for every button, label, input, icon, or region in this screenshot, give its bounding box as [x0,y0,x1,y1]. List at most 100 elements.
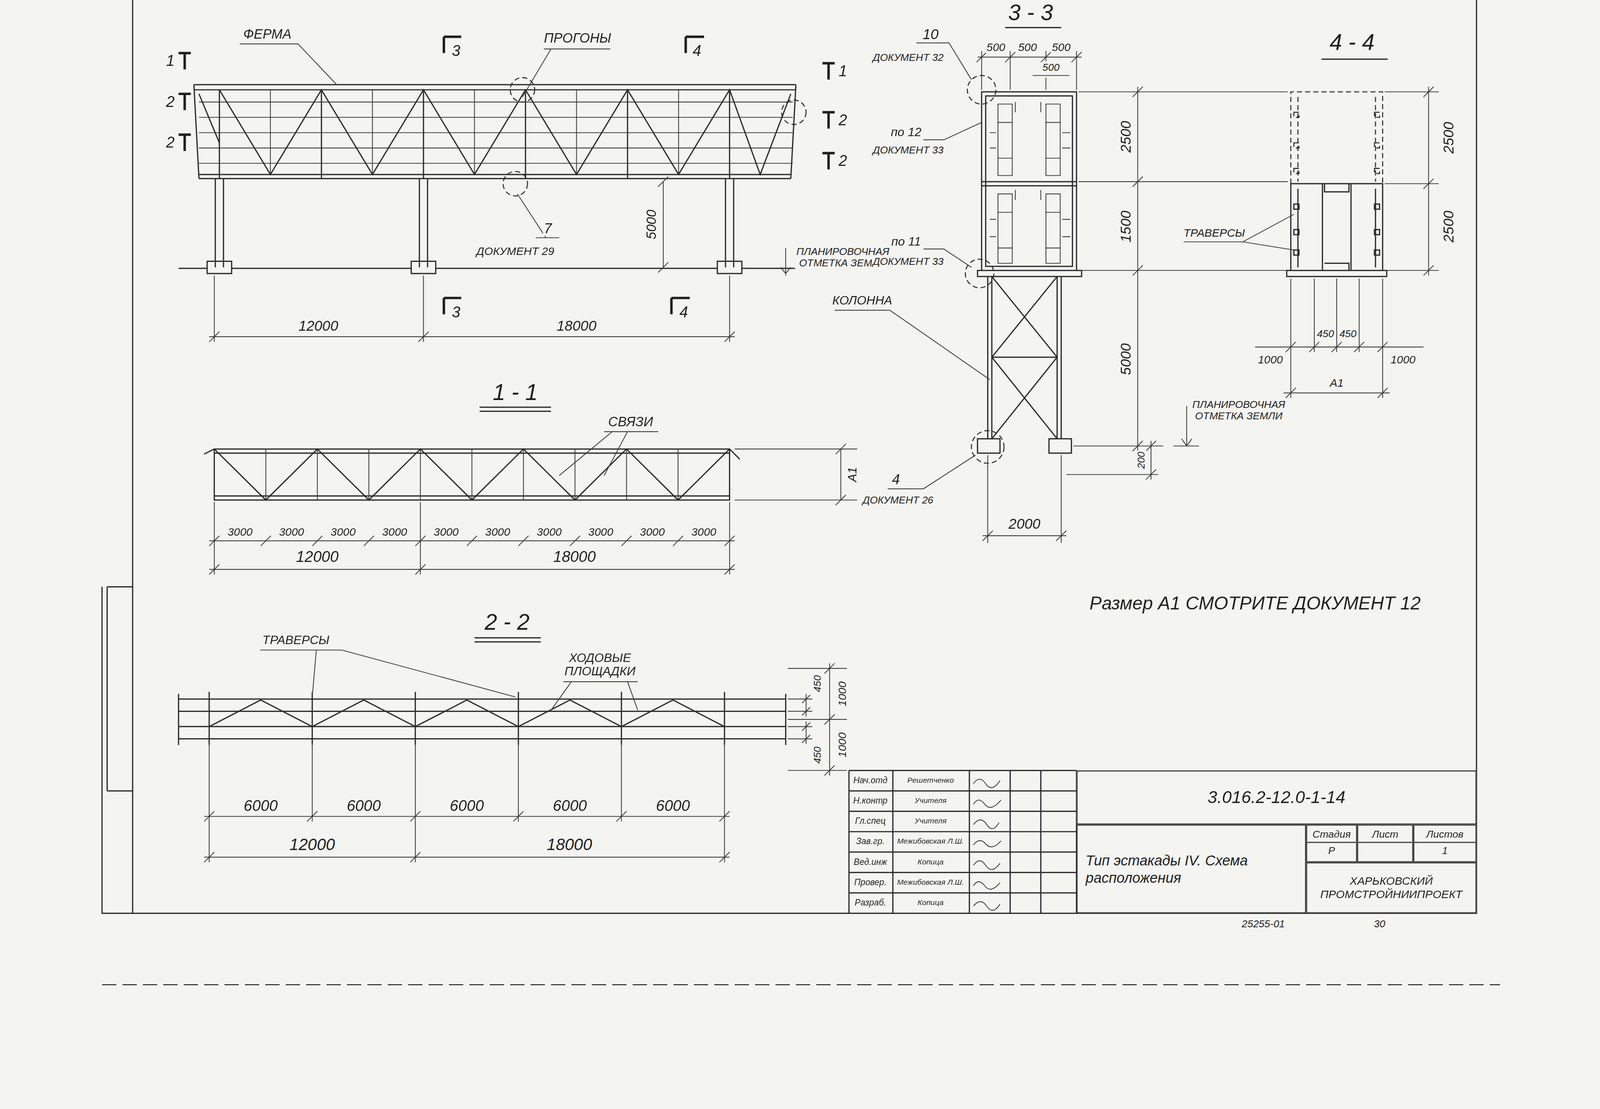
title-block-grid [849,770,1077,914]
dimension-value: 200 [1135,450,1147,470]
level-mark [780,248,792,276]
dimension-value: 1000 [835,680,849,708]
sheet-border [101,0,1477,914]
stamp-role: Провер. [852,877,888,888]
cell-header: Стадия [1306,825,1356,844]
section-mark: 3 [450,42,462,60]
dimension-line [657,176,669,273]
title-text: Тип эстакады IV. Схема расположения [1077,852,1306,886]
title-block-box: Тип эстакады IV. Схема расположения [1076,824,1307,913]
dimension-value: А1 [1328,376,1345,389]
leader-label: ПРОГОНЫ [543,31,613,47]
dimension-value: 3000 [432,525,460,538]
hidden-frame [1290,92,1383,185]
dimension-value: 2500 [1441,209,1457,244]
dimension-value: 450 [811,674,824,694]
dimension-line [1066,86,1159,480]
dimension-value: 3000 [690,525,718,538]
stamp-role: Разраб. [853,898,888,908]
extension-line [1073,92,1288,447]
stamp-role: Нач.отд [852,775,889,786]
dimension-value: 1000 [1389,352,1417,366]
dimension-line [1384,86,1439,276]
stamp-cell: СтадияР [1305,824,1357,862]
dimension-line [203,745,730,863]
dimension-value: 5000 [1118,342,1135,376]
document-reference: ДОКУМЕНТ 33 [871,144,945,156]
dimension-value: 2000 [1007,516,1042,533]
dimension-value: 3000 [329,525,357,538]
stamp-cell: Листов1 [1413,824,1477,862]
dimension-value: 450 [811,745,824,765]
stamp-name: Учителя [913,817,949,826]
document-reference: ДОКУМЕНТ 29 [475,245,555,258]
level-note: ПЛАНИРОВОЧНАЯ ОТМЕТКА ЗЕМЛИ [1190,399,1287,422]
section-mark [178,36,835,315]
bracing-plan [265,449,679,500]
callout-number: 10 [921,26,940,43]
title-underline [479,406,551,411]
document-reference: ДОКУМЕНТ 26 [861,494,935,506]
dimension-value: 1000 [835,731,849,759]
ground-line [178,267,797,269]
callout-number: по 12 [889,125,923,140]
title-underline [474,637,541,642]
section-mark: 1 [837,62,849,80]
stamp-role: Зав.гр. [854,837,886,847]
stamp-name: Межибовская Л.Ш. [896,837,965,847]
column-tower [987,276,1061,440]
dimension-value: 3000 [638,525,666,538]
callout-number: 4 [891,471,901,488]
dimension-value: 18000 [545,836,594,854]
dimension-value: 450 [1338,328,1358,340]
leader-label: КОЛОННА [831,294,894,308]
gallery-frame [1286,183,1387,277]
leader-label: ФЕРМА [242,27,293,42]
section-mark: 4 [678,303,689,321]
dimension-value: 3000 [535,525,563,538]
archive-number: 25255-01 [1240,917,1286,930]
dimension-value: 5000 [644,208,659,241]
column-base [206,261,742,274]
dimension-value: 3000 [226,525,254,538]
stamp-name: Учителя [913,797,949,806]
dimension-value: 12000 [295,548,340,566]
cell-header: Листов [1414,825,1476,844]
section-title: 3 - 3 [1006,0,1054,26]
gallery-frame [977,92,1082,277]
dimension-value: 450 [1315,328,1336,340]
dimension-value: А1 [846,465,860,483]
dimension-value: 2500 [1118,119,1135,154]
callout-circle [967,75,997,105]
leader-line [239,44,610,239]
title-block-box: ХАРЬКОВСКИЙ ПРОМСТРОЙНИИПРОЕКТ [1305,862,1477,914]
dimension-value: 3000 [587,525,615,538]
cell-value: 1 [1414,845,1476,857]
stamp-name: Копица [916,857,946,867]
dimension-value: 1500 [1118,209,1135,244]
dimension-value: 6000 [242,797,279,815]
dimension-line [982,454,1067,543]
truss-vertical [219,89,730,179]
dimension-value: 6000 [654,797,692,815]
sheet-number: 30 [1372,917,1387,930]
title-block-box: 3.016.2-12.0-1-14 [1076,770,1477,825]
dimension-line [1254,278,1424,399]
callout-circle [781,100,806,125]
bracing-diagonal [214,449,730,500]
cell-value: Р [1306,845,1356,857]
stamp-role: Гл.спец [853,816,887,827]
bracing-plan [203,449,740,500]
stamp-role: Н.контр [851,796,889,806]
title-underline [1004,26,1061,28]
dimension-value: 1000 [1256,352,1285,366]
truss-chord [194,84,797,179]
walkway-plan [178,694,786,746]
stamp-name: Межибовская Л.Ш. [896,878,965,887]
column [215,178,734,268]
leader-label: ТРАВЕРСЫ [261,634,331,648]
leader-line [559,431,659,476]
section-mark: 2 [165,93,176,111]
leader-label: ТРАВЕРСЫ [1182,226,1247,239]
stamp-cell: Лист [1356,824,1413,862]
